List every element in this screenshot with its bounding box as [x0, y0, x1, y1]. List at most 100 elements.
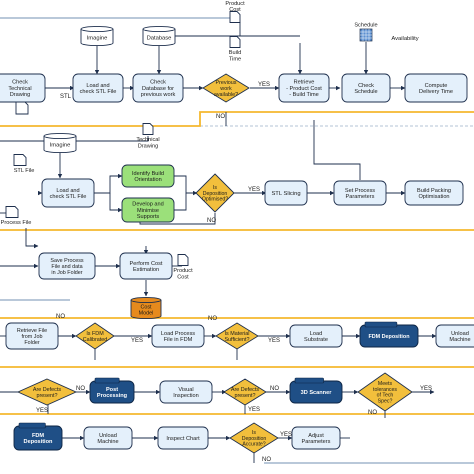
stl-file-2-label: STL File: [14, 168, 35, 174]
imagine-2[interactable]: Imagine: [43, 132, 77, 154]
edge-label-no: NO: [207, 218, 216, 224]
availability-label: Availability: [391, 36, 418, 42]
edge-label-yes: YES: [268, 338, 280, 344]
stl-slicing[interactable]: STL Slicing: [264, 180, 308, 206]
database-label: Database: [147, 36, 172, 42]
edge-label-no: NO: [56, 314, 65, 320]
process-file-label: Process File: [1, 220, 32, 226]
connector: [174, 175, 198, 196]
database[interactable]: Database: [142, 25, 176, 47]
lane-line: [0, 111, 474, 127]
imagine-1[interactable]: Imagine: [80, 25, 114, 47]
edge-label-no: NO: [208, 316, 217, 322]
stl-file-1[interactable]: [15, 101, 29, 115]
scanner-3d[interactable]: 3D Scanner: [289, 377, 343, 404]
edge-label-yes: YES: [280, 432, 292, 438]
fdm-deposition-1-label: FDM Deposition: [368, 334, 409, 340]
edge-label-yes: YES: [420, 386, 432, 392]
stl-file-label: STL File: [60, 94, 83, 100]
edge-label-yes: YES: [248, 187, 260, 193]
retrieve-product-cost-label: Retrieve- Product Cost- Build Time: [286, 80, 322, 99]
stl-file-2[interactable]: STL File: [13, 154, 35, 175]
process-file[interactable]: Process File: [1, 206, 32, 227]
imagine-1-label: Imagine: [87, 36, 108, 42]
fdm-deposition-1[interactable]: FDM Deposition: [359, 321, 419, 348]
connector: [313, 120, 361, 180]
edge-label-no: NO: [368, 410, 377, 416]
availability: Availability: [391, 36, 418, 42]
schedule-doc[interactable]: Schedule: [354, 23, 378, 42]
stl-slicing-label: STL Slicing: [271, 191, 300, 197]
edge-label-no: NO: [262, 457, 271, 463]
edge-label-yes: YES: [36, 408, 48, 414]
scanner-3d-label: 3D Scanner: [301, 390, 333, 396]
connector: [94, 173, 123, 194]
inspect-chart[interactable]: Inspect Chart: [157, 426, 209, 450]
retrieve-product-cost[interactable]: Retrieve- Product Cost- Build Time: [278, 73, 330, 103]
edge-label-no: NO: [76, 386, 85, 392]
imagine-2-label: Imagine: [50, 143, 71, 149]
edge-label-yes: YES: [248, 407, 260, 413]
